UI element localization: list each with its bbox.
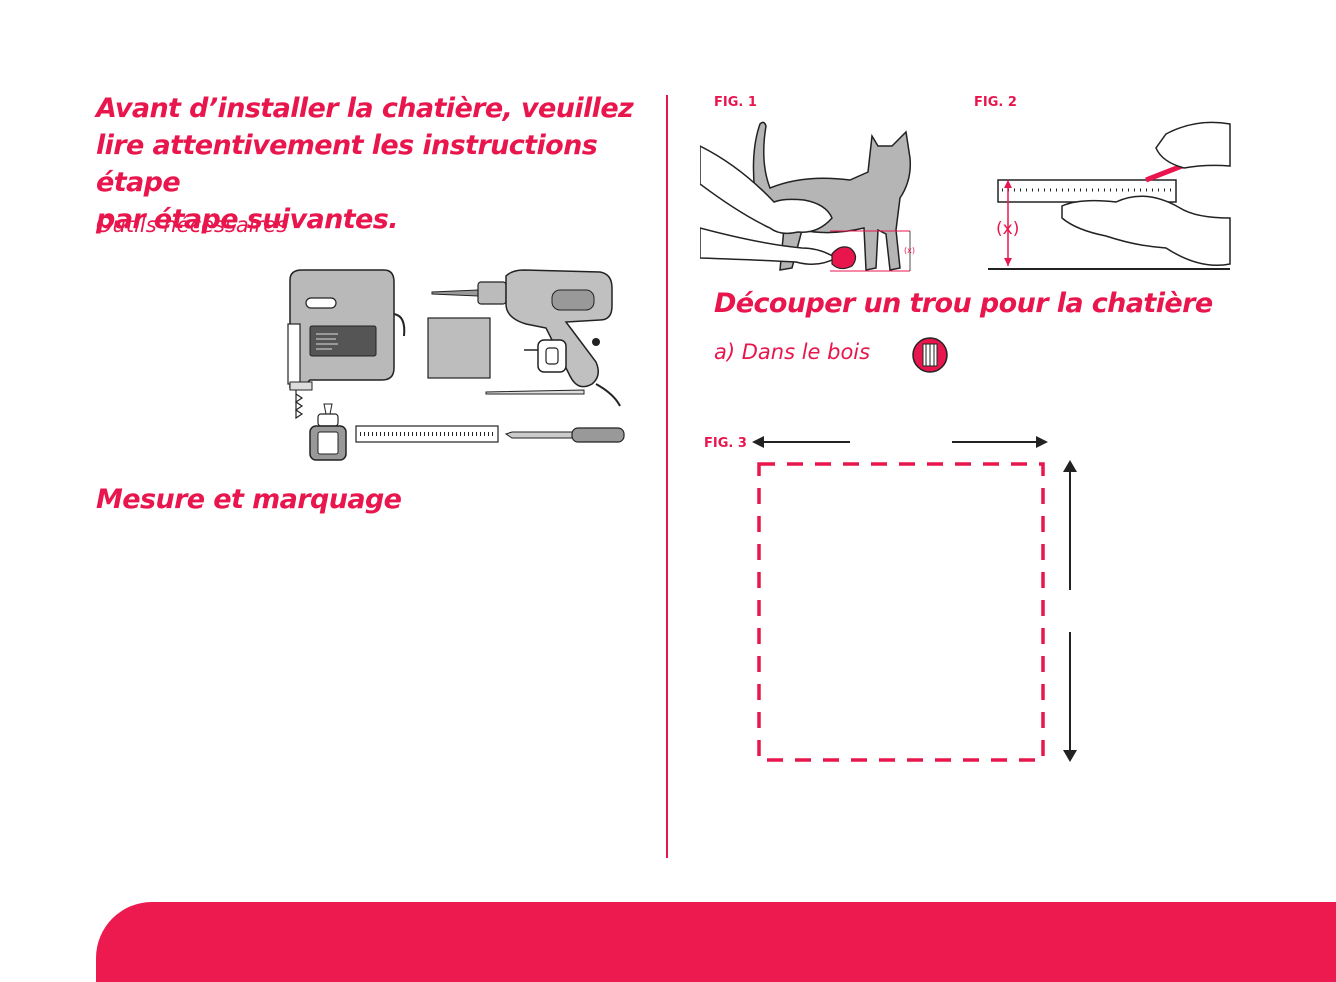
jigsaw-icon <box>287 269 406 420</box>
cut-heading: Découper un trou pour la chatière <box>714 288 1213 319</box>
hand-icon <box>1155 121 1231 169</box>
sandpaper-icon <box>427 317 491 379</box>
height-arrow-icon <box>1063 460 1077 762</box>
cut-outline <box>757 462 1045 762</box>
title-line-2: lire attentivement les instructions étap… <box>96 130 598 198</box>
measure-heading: Mesure et marquage <box>96 484 402 515</box>
fig1-cat-illustration <box>700 121 912 272</box>
page-title: Avant d’installer la chatière, veuillez … <box>96 90 666 238</box>
fig1-x-label: (x) <box>904 246 915 255</box>
glue-bottle-icon <box>309 403 347 461</box>
tape-measure-icon <box>831 246 857 270</box>
footer-band <box>96 902 1336 982</box>
tools-illustration <box>287 269 625 461</box>
title-line-3: par étape suivantes. <box>96 204 398 235</box>
screwdriver-icon <box>504 427 625 443</box>
pencil-icon <box>485 389 585 395</box>
fig3-label: FIG. 3 <box>704 436 747 451</box>
hand-icon <box>700 145 838 265</box>
fig2-label: FIG. 2 <box>974 95 1017 110</box>
wood-subheading: a) Dans le bois <box>714 340 871 364</box>
hand-icon <box>1061 195 1231 267</box>
tools-heading: Outils nécessaires <box>96 213 288 237</box>
tape-measure-icon <box>524 339 567 373</box>
wood-grain-icon <box>912 337 948 373</box>
drill-icon <box>431 269 621 407</box>
fig3-cut-template <box>752 436 1077 762</box>
fig1-label: FIG. 1 <box>714 95 757 110</box>
fig2-x-label: (x) <box>996 219 1020 239</box>
width-arrow-icon <box>752 436 1048 448</box>
column-divider <box>666 95 668 858</box>
fig2-ruler-illustration <box>988 121 1231 270</box>
ruler-icon <box>355 425 499 443</box>
title-line-1: Avant d’installer la chatière, veuillez <box>96 93 634 124</box>
